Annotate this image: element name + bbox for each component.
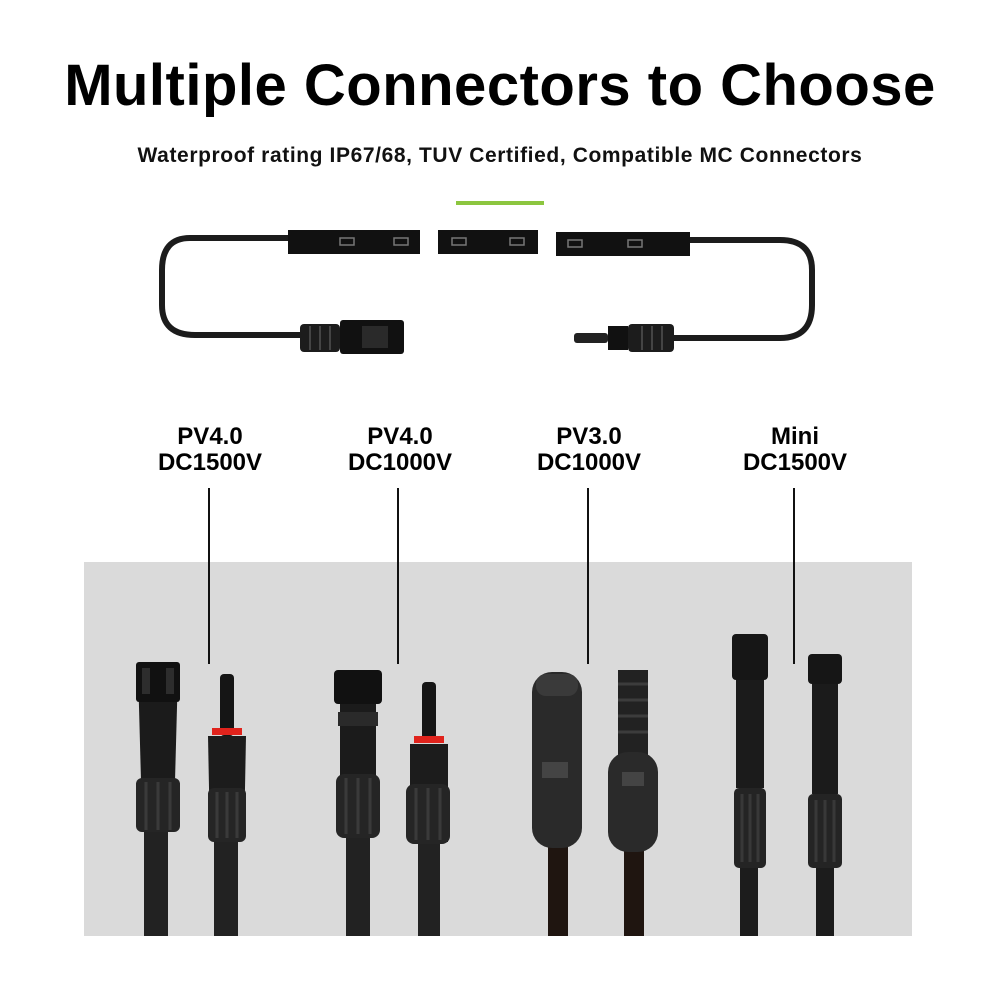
pointer-line-1 — [208, 488, 210, 664]
label-tag-left — [288, 230, 420, 254]
connector-model-3: PV3.0 — [556, 423, 622, 450]
page-title: Multiple Connectors to Choose — [64, 53, 936, 118]
male-connector-icon — [574, 324, 674, 352]
pointer-line-3 — [587, 488, 589, 664]
accent-divider — [456, 201, 544, 205]
pv4-1000v-female-connector-icon — [334, 670, 382, 936]
page-subtitle: Waterproof rating IP67/68, TUV Certified… — [137, 144, 863, 167]
connector-label-2: PV4.0 DC1000V — [300, 424, 500, 476]
label-tag-center — [438, 230, 538, 254]
cable-illustration — [159, 230, 815, 354]
cable-line-left — [159, 235, 302, 338]
connector-voltage-2: DC1000V — [347, 449, 453, 476]
connector-voltage-1: DC1500V — [157, 449, 263, 476]
connector-voltage-4: DC1500V — [742, 449, 848, 476]
connector-label-3: PV3.0 DC1000V — [489, 424, 689, 476]
female-connector-icon — [300, 320, 404, 354]
mini-1500v-male-connector-icon — [808, 654, 842, 936]
label-tag-right — [556, 232, 690, 256]
connector-model-2: PV4.0 — [367, 423, 433, 450]
pv4-1500v-female-connector-icon — [136, 662, 180, 936]
connector-label-4: Mini DC1500V — [695, 424, 895, 476]
connector-model-4: Mini — [771, 423, 819, 450]
pointer-line-2 — [397, 488, 399, 664]
pv4-1000v-male-connector-icon — [406, 682, 450, 936]
pv3-1000v-female-connector-icon — [532, 672, 582, 936]
connector-label-1: PV4.0 DC1500V — [110, 424, 310, 476]
connector-model-1: PV4.0 — [177, 423, 243, 450]
pv3-1000v-male-connector-icon — [608, 670, 658, 936]
connector-photo-panel — [84, 562, 912, 936]
pv4-1500v-male-connector-icon — [208, 674, 246, 936]
pointer-line-4 — [793, 488, 795, 664]
connector-voltage-3: DC1000V — [536, 449, 642, 476]
mini-1500v-female-connector-icon — [732, 634, 768, 936]
cable-line-right — [670, 237, 815, 341]
